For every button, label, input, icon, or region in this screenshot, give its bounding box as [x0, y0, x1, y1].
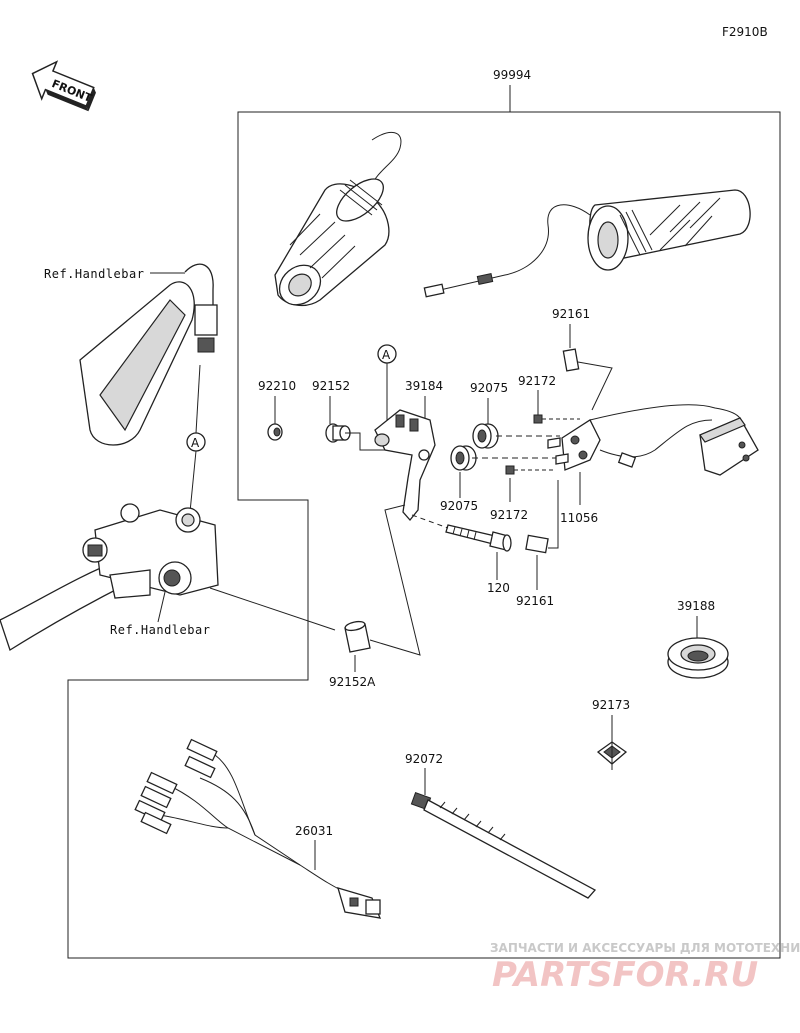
part-label-92072: 92072: [405, 752, 443, 766]
kit-frame: [67, 111, 781, 959]
part-label-92161-top: 92161: [552, 307, 590, 321]
svg-text:A: A: [382, 348, 391, 362]
wiring-harness-26031: [134, 738, 382, 919]
part-label-26031: 26031: [295, 824, 333, 838]
watermark-tagline: ЗАПЧАСТИ И АКСЕССУАРЫ ДЛЯ МОТОТЕХНИКИ: [490, 941, 800, 955]
cushion-92161-bottom: [525, 534, 549, 554]
part-92152: [325, 423, 351, 443]
part-label-92210: 92210: [258, 379, 296, 393]
figure-code: F2910B: [722, 25, 768, 39]
part-label-39188: 39188: [677, 599, 715, 613]
grommet-92075-bottom: [450, 445, 477, 471]
right-heated-grip: [423, 189, 751, 298]
part-label-92172-bottom: 92172: [490, 508, 528, 522]
part-label-92152A: 92152A: [329, 675, 376, 689]
cable-tie-92072: [410, 791, 597, 899]
ref-handlebar-upper: Ref.Handlebar: [44, 267, 144, 281]
screw-92172-bottom: [505, 465, 555, 475]
controller-11056: [547, 404, 759, 476]
front-arrow-icon: FRONT: [31, 60, 96, 112]
part-label-92075-top: 92075: [470, 381, 508, 395]
handlebar-switch-assembly: [0, 503, 219, 651]
collar-92152A: [344, 620, 371, 653]
part-label-11056: 11056: [560, 511, 598, 525]
cushion-92161-top: [562, 348, 580, 372]
svg-text:A: A: [191, 436, 200, 450]
part-92210: [267, 423, 283, 441]
grommet-92075-top: [472, 423, 499, 449]
left-heated-grip: [274, 132, 402, 307]
marker-a-lower: A: [186, 364, 206, 513]
part-label-92075-bottom: 92075: [440, 499, 478, 513]
screw-92172-top: [533, 414, 580, 424]
clip-92173: [596, 741, 628, 770]
ref-handlebar-lower: Ref.Handlebar: [110, 623, 210, 637]
kit-number-label: 99994: [493, 68, 531, 82]
part-label-120: 120: [487, 581, 510, 595]
part-label-92161-bottom: 92161: [516, 594, 554, 608]
part-label-39184: 39184: [405, 379, 443, 393]
part-label-92173: 92173: [592, 698, 630, 712]
bracket-39184: [374, 409, 436, 522]
seal-39188: [667, 637, 729, 679]
bolt-120: [445, 524, 512, 552]
marker-a-upper: A: [377, 344, 397, 420]
part-label-92152: 92152: [312, 379, 350, 393]
mirror-assembly: [79, 263, 218, 446]
part-label-92172-top: 92172: [518, 374, 556, 388]
watermark-brand: PARTSFOR.RU: [492, 955, 758, 995]
